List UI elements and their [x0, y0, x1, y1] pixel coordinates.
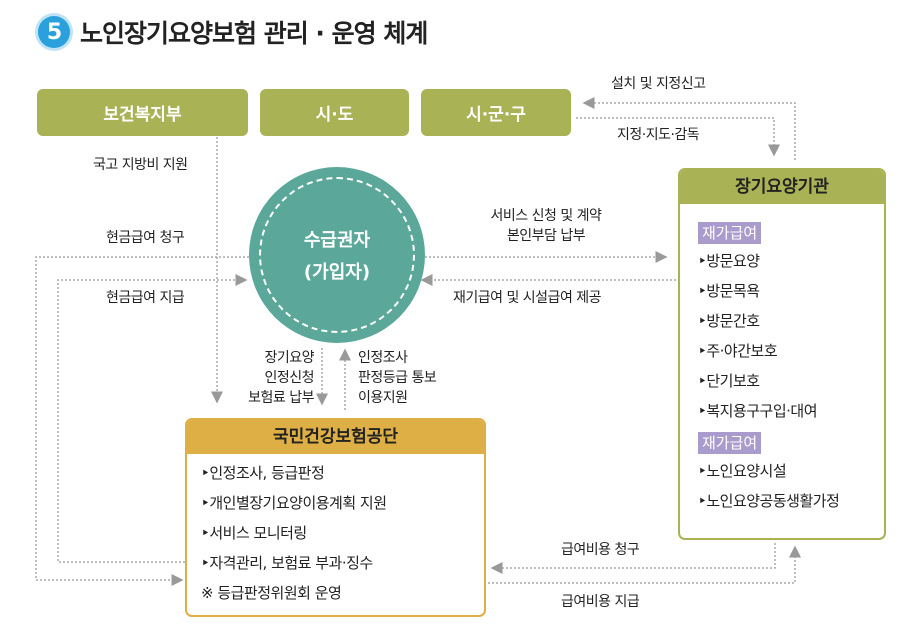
list-item-label: 노인요양공동생활가정 — [706, 492, 840, 510]
list-item: ※ 등급판정위원회 운영 — [201, 584, 342, 602]
label-apply: 장기요양 인정신청 보험료 납부 — [230, 348, 314, 408]
list-item-label: 방문간호 — [706, 312, 760, 330]
label-apply-line: 장기요양 — [264, 350, 314, 366]
label-designate: 지정·지도·감독 — [617, 127, 700, 143]
list-item-label: 복지용구구입·대여 — [706, 402, 818, 420]
list-item: ‣개인별장기요양이용계획 지원 — [201, 494, 387, 512]
box-city: 시·군·구 — [421, 89, 571, 136]
arrow-cash-claim — [35, 256, 249, 586]
arrow-cash-pay — [57, 274, 248, 563]
label-notify-line: 이용지원 — [358, 390, 408, 406]
recipient-line2: (가입자) — [303, 262, 371, 283]
box-province: 시·도 — [260, 89, 409, 136]
label-apply-line: 인정신청 — [264, 370, 314, 386]
list-item: ‣노인요양공동생활가정 — [698, 492, 840, 510]
list-item: ‣서비스 모니터링 — [201, 524, 307, 542]
label-service-request-line1: 서비스 신청 및 계약 — [490, 208, 602, 224]
arrow-install — [582, 97, 796, 160]
nhis-panel: 국민건강보험공단 ‣인정조사, 등급판정 ‣개인별장기요양이용계획 지원 ‣서비… — [185, 418, 486, 617]
list-item: ‣방문요양 — [698, 252, 760, 270]
list-item: ‣방문목욕 — [698, 282, 760, 300]
list-item: ‣복지용구구입·대여 — [698, 402, 818, 420]
list-item-label: 주·야간보호 — [706, 342, 778, 360]
nhis-title: 국민건강보험공단 — [187, 420, 484, 454]
label-cash-pay: 현금급여 지급 — [106, 290, 185, 306]
label-notify-line: 인정조사 — [358, 350, 408, 366]
arrow-designate — [576, 117, 780, 157]
label-cost-claim: 급여비용 청구 — [561, 542, 640, 558]
list-item: ‣방문간호 — [698, 312, 760, 330]
title-text: 노인장기요양보험 관리 · 운영 체계 — [80, 19, 428, 48]
nhis-list: ‣인정조사, 등급판정 ‣개인별장기요양이용계획 지원 ‣서비스 모니터링 ‣자… — [187, 454, 484, 608]
recipient-circle: 수급권자 (가입자) — [249, 167, 425, 343]
list-item-label: 방문요양 — [706, 252, 760, 270]
section-number-badge: 5 — [38, 16, 70, 48]
list-item: ‣노인요양시설 — [698, 462, 787, 480]
group-tag: 재가급여 — [698, 222, 762, 244]
label-install: 설치 및 지정신고 — [611, 76, 706, 92]
label-cost-pay: 급여비용 지급 — [561, 594, 640, 610]
label-national-support: 국고 지방비 지원 — [93, 157, 188, 173]
label-cash-claim: 현금급여 청구 — [106, 230, 185, 246]
group-tag: 재가급여 — [698, 432, 762, 454]
list-item-label: 방문목욕 — [706, 282, 760, 300]
list-item: ‣인정조사, 등급판정 — [201, 464, 325, 482]
arrow-cost-claim — [490, 543, 776, 574]
list-item: ‣주·야간보호 — [698, 342, 778, 360]
label-service-request-line2: 본인부담 납부 — [506, 228, 586, 244]
institution-title: 장기요양기관 — [680, 170, 884, 204]
recipient-line1: 수급권자 — [303, 230, 371, 251]
institution-list: 재가급여 ‣방문요양 ‣방문목욕 ‣방문간호 ‣주·야간보호 ‣단기보호 ‣복지… — [680, 204, 884, 516]
box-ministry: 보건복지부 — [37, 89, 248, 136]
label-notify-line: 판정등급 통보 — [358, 370, 437, 386]
label-apply-line: 보험료 납부 — [248, 390, 314, 406]
page-title: 5 노인장기요양보험 관리 · 운영 체계 — [38, 14, 428, 50]
list-item: ‣자격관리, 보험료 부과·징수 — [201, 554, 373, 572]
arrow-cost-pay — [488, 545, 801, 584]
list-item-label: 노인요양시설 — [706, 462, 787, 480]
label-provide: 재기급여 및 시설급여 제공 — [453, 290, 602, 306]
institution-panel: 장기요양기관 재가급여 ‣방문요양 ‣방문목욕 ‣방문간호 ‣주·야간보호 ‣단… — [678, 168, 886, 540]
list-item: ‣단기보호 — [698, 372, 760, 390]
label-notify: 인정조사 판정등급 통보 이용지원 — [358, 348, 437, 408]
list-item-label: 단기보호 — [706, 372, 760, 390]
label-service-request: 서비스 신청 및 계약 본인부담 납부 — [476, 206, 616, 246]
